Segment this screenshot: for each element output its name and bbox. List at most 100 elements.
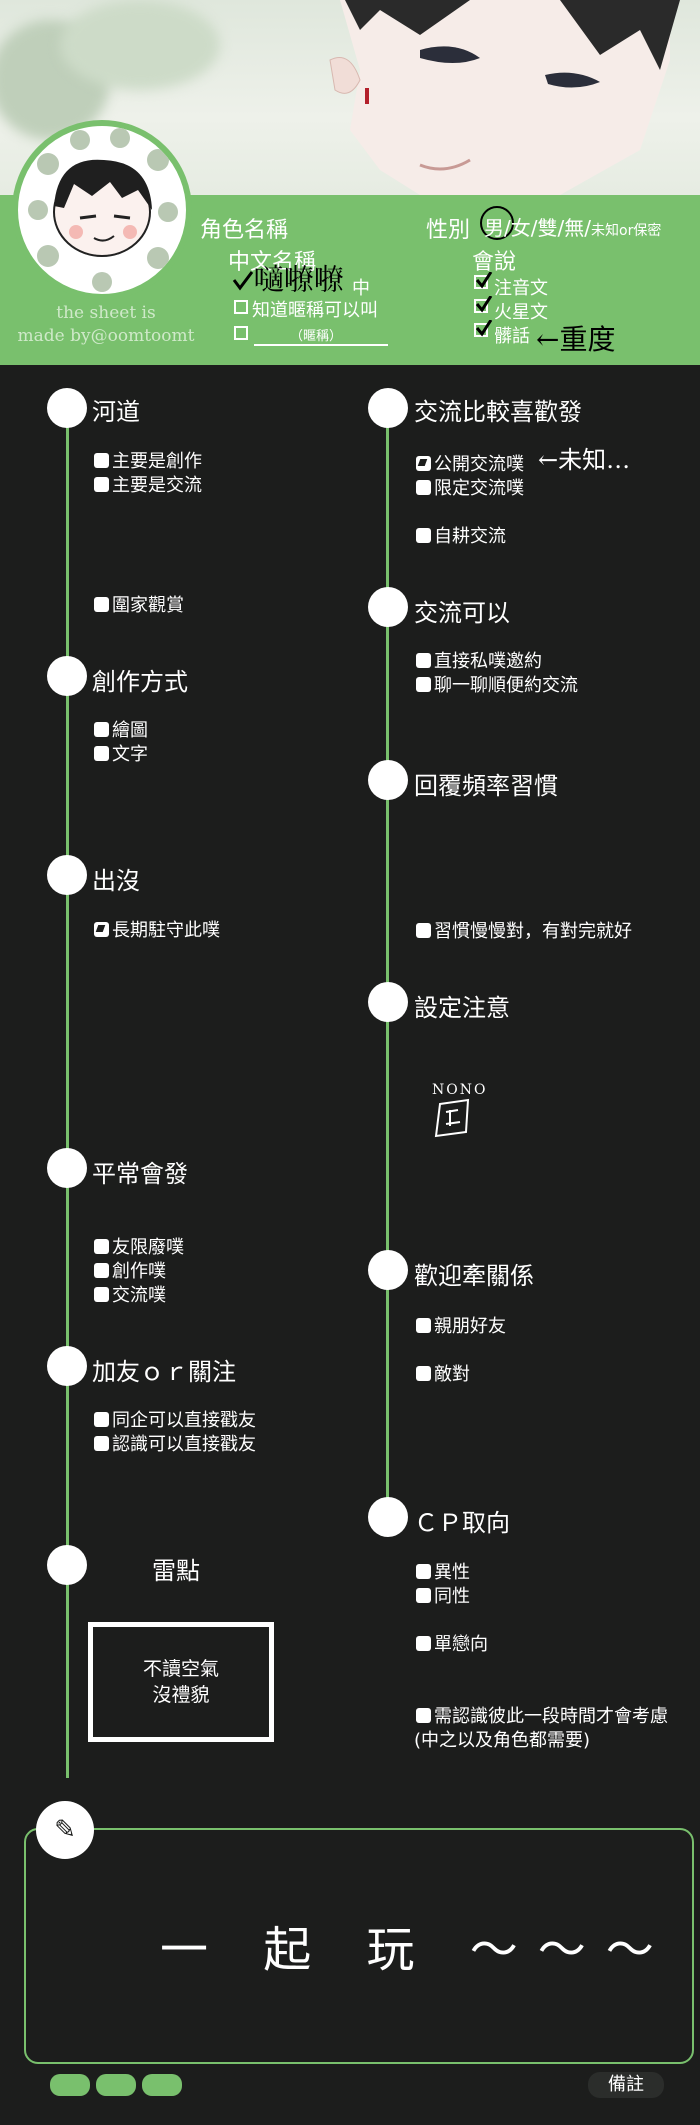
pen-icon: ✎ xyxy=(36,1801,94,1859)
prefer-option-2[interactable]: 限定交流噗 xyxy=(416,474,524,500)
river-node xyxy=(47,388,87,428)
checkbox[interactable] xyxy=(416,676,431,692)
checkbox[interactable] xyxy=(94,1286,109,1302)
posts-option-3[interactable]: 交流噗 xyxy=(94,1281,166,1307)
presence-option-1[interactable]: 長期駐守此噗 xyxy=(94,916,220,942)
checkbox[interactable] xyxy=(94,596,109,612)
gender-unknown[interactable]: 未知or保密 xyxy=(591,223,662,239)
chinese-name-checkbox[interactable] xyxy=(232,270,254,291)
cp-node xyxy=(368,1497,408,1537)
gender-both[interactable]: 雙 xyxy=(537,216,558,240)
page-pill-1[interactable] xyxy=(50,2074,90,2096)
friend-node xyxy=(47,1346,87,1386)
nickname-placeholder[interactable]: （暱稱） xyxy=(290,329,343,344)
checkbox[interactable] xyxy=(94,1411,109,1427)
prefer-note: ←未知… xyxy=(538,446,631,474)
gender-selected-circle xyxy=(480,206,514,240)
notes-box[interactable] xyxy=(24,1828,694,2064)
checkbox[interactable] xyxy=(416,1587,431,1603)
language-2: 火星文 xyxy=(494,302,548,323)
checkbox[interactable] xyxy=(416,1707,431,1723)
checkbox[interactable] xyxy=(416,1317,431,1333)
presence-node xyxy=(47,855,87,895)
friend-option-1[interactable]: 同企可以直接戳友 xyxy=(94,1406,256,1432)
cp-option-2[interactable]: 同性 xyxy=(416,1582,470,1608)
right-timeline-line xyxy=(386,408,389,1508)
remark-button[interactable]: 備註 xyxy=(588,2072,664,2098)
checkbox[interactable] xyxy=(416,1635,431,1651)
checkbox[interactable] xyxy=(94,1262,109,1278)
creation-node xyxy=(47,656,87,696)
checkbox-checked[interactable] xyxy=(94,921,109,937)
friend-option-2[interactable]: 認識可以直接戳友 xyxy=(94,1430,256,1456)
checkbox[interactable] xyxy=(416,1365,431,1381)
checkbox[interactable] xyxy=(416,527,431,543)
page-pill-2[interactable] xyxy=(96,2074,136,2096)
prefer-option-1[interactable]: 公開交流噗 xyxy=(416,450,524,476)
checkbox[interactable] xyxy=(94,1238,109,1254)
checkbox[interactable] xyxy=(416,922,431,938)
gender-sep: / xyxy=(530,216,538,240)
checkbox[interactable] xyxy=(94,721,109,737)
nickname-checkbox[interactable] xyxy=(234,300,248,314)
friend-title: 加友ｏｒ關注 xyxy=(92,1358,236,1386)
notes-text: 一 起 玩 ～～～ xyxy=(160,1922,674,1978)
checkbox[interactable] xyxy=(94,1435,109,1451)
nickname-option: 知道暱稱可以叫 xyxy=(252,300,378,321)
checkbox[interactable] xyxy=(94,452,109,468)
gender-sep: / xyxy=(584,216,591,240)
can-option-1[interactable]: 直接私噗邀約 xyxy=(416,647,542,673)
language-check-2[interactable] xyxy=(474,295,494,318)
cp-option-4[interactable]: 需認識彼此一段時間才會考慮 xyxy=(416,1702,668,1728)
relations-title: 歡迎牽關係 xyxy=(414,1262,534,1290)
gender-none[interactable]: 無 xyxy=(564,216,585,240)
nickname-underline xyxy=(254,344,388,346)
relations-option-2[interactable]: 敵對 xyxy=(416,1360,470,1386)
page-pill-3[interactable] xyxy=(142,2074,182,2096)
gender-options: 男 / 女 / 雙 / 無 / 未知or保密 xyxy=(484,212,661,241)
checkbox[interactable] xyxy=(94,476,109,492)
checkbox-checked[interactable] xyxy=(416,455,431,471)
river-option-2[interactable]: 主要是交流 xyxy=(94,471,202,497)
river-option-1[interactable]: 主要是創作 xyxy=(94,447,202,473)
language-1: 注音文 xyxy=(494,278,548,299)
language-check-1[interactable] xyxy=(474,271,494,294)
gender-male[interactable]: 男 xyxy=(484,216,504,240)
gender-female[interactable]: 女 xyxy=(510,216,531,240)
gender-sep: / xyxy=(504,216,511,240)
river-option-3[interactable]: 圍家觀賞 xyxy=(94,591,184,617)
can-node xyxy=(368,587,408,627)
relations-option-1[interactable]: 親朋好友 xyxy=(416,1312,506,1338)
credit-line-2: made by@oomtoomt xyxy=(17,326,195,346)
language-note: ←重度 xyxy=(536,323,616,356)
settings-node xyxy=(368,982,408,1022)
prefer-node xyxy=(368,388,408,428)
avatar xyxy=(12,120,192,300)
can-title: 交流可以 xyxy=(414,599,510,627)
cp-option-1[interactable]: 異性 xyxy=(416,1558,470,1584)
language-check-3[interactable] xyxy=(474,319,494,342)
checkbox[interactable] xyxy=(416,479,431,495)
checkbox[interactable] xyxy=(416,652,431,668)
creation-option-2[interactable]: 文字 xyxy=(94,740,148,766)
posts-option-2[interactable]: 創作噗 xyxy=(94,1257,166,1283)
creation-option-1[interactable]: 繪圖 xyxy=(94,716,148,742)
prefer-option-3[interactable]: 自耕交流 xyxy=(416,522,506,548)
posts-title: 平常會發 xyxy=(92,1160,188,1188)
note-doodle-icon xyxy=(434,1098,470,1138)
cp-option-3[interactable]: 單戀向 xyxy=(416,1630,488,1656)
relations-node xyxy=(368,1250,408,1290)
posts-option-1[interactable]: 友限廢噗 xyxy=(94,1233,184,1259)
cp-title: ＣＰ取向 xyxy=(414,1509,510,1537)
credit-line-1: the sheet is xyxy=(56,303,156,323)
nickname-input-checkbox[interactable] xyxy=(234,326,248,340)
checkbox[interactable] xyxy=(416,1563,431,1579)
reply-title: 回覆頻率習慣 xyxy=(414,772,558,800)
reply-option-1[interactable]: 習慣慢慢對，有對完就好 xyxy=(416,917,632,943)
presence-title: 出沒 xyxy=(92,867,140,895)
can-option-2[interactable]: 聊一聊順便約交流 xyxy=(416,671,578,697)
chinese-name-label: 中文名稱 xyxy=(228,250,317,275)
landmine-line-1: 不讀空氣 xyxy=(142,1658,219,1680)
language-3: 髒話 xyxy=(494,326,530,347)
checkbox[interactable] xyxy=(94,745,109,761)
